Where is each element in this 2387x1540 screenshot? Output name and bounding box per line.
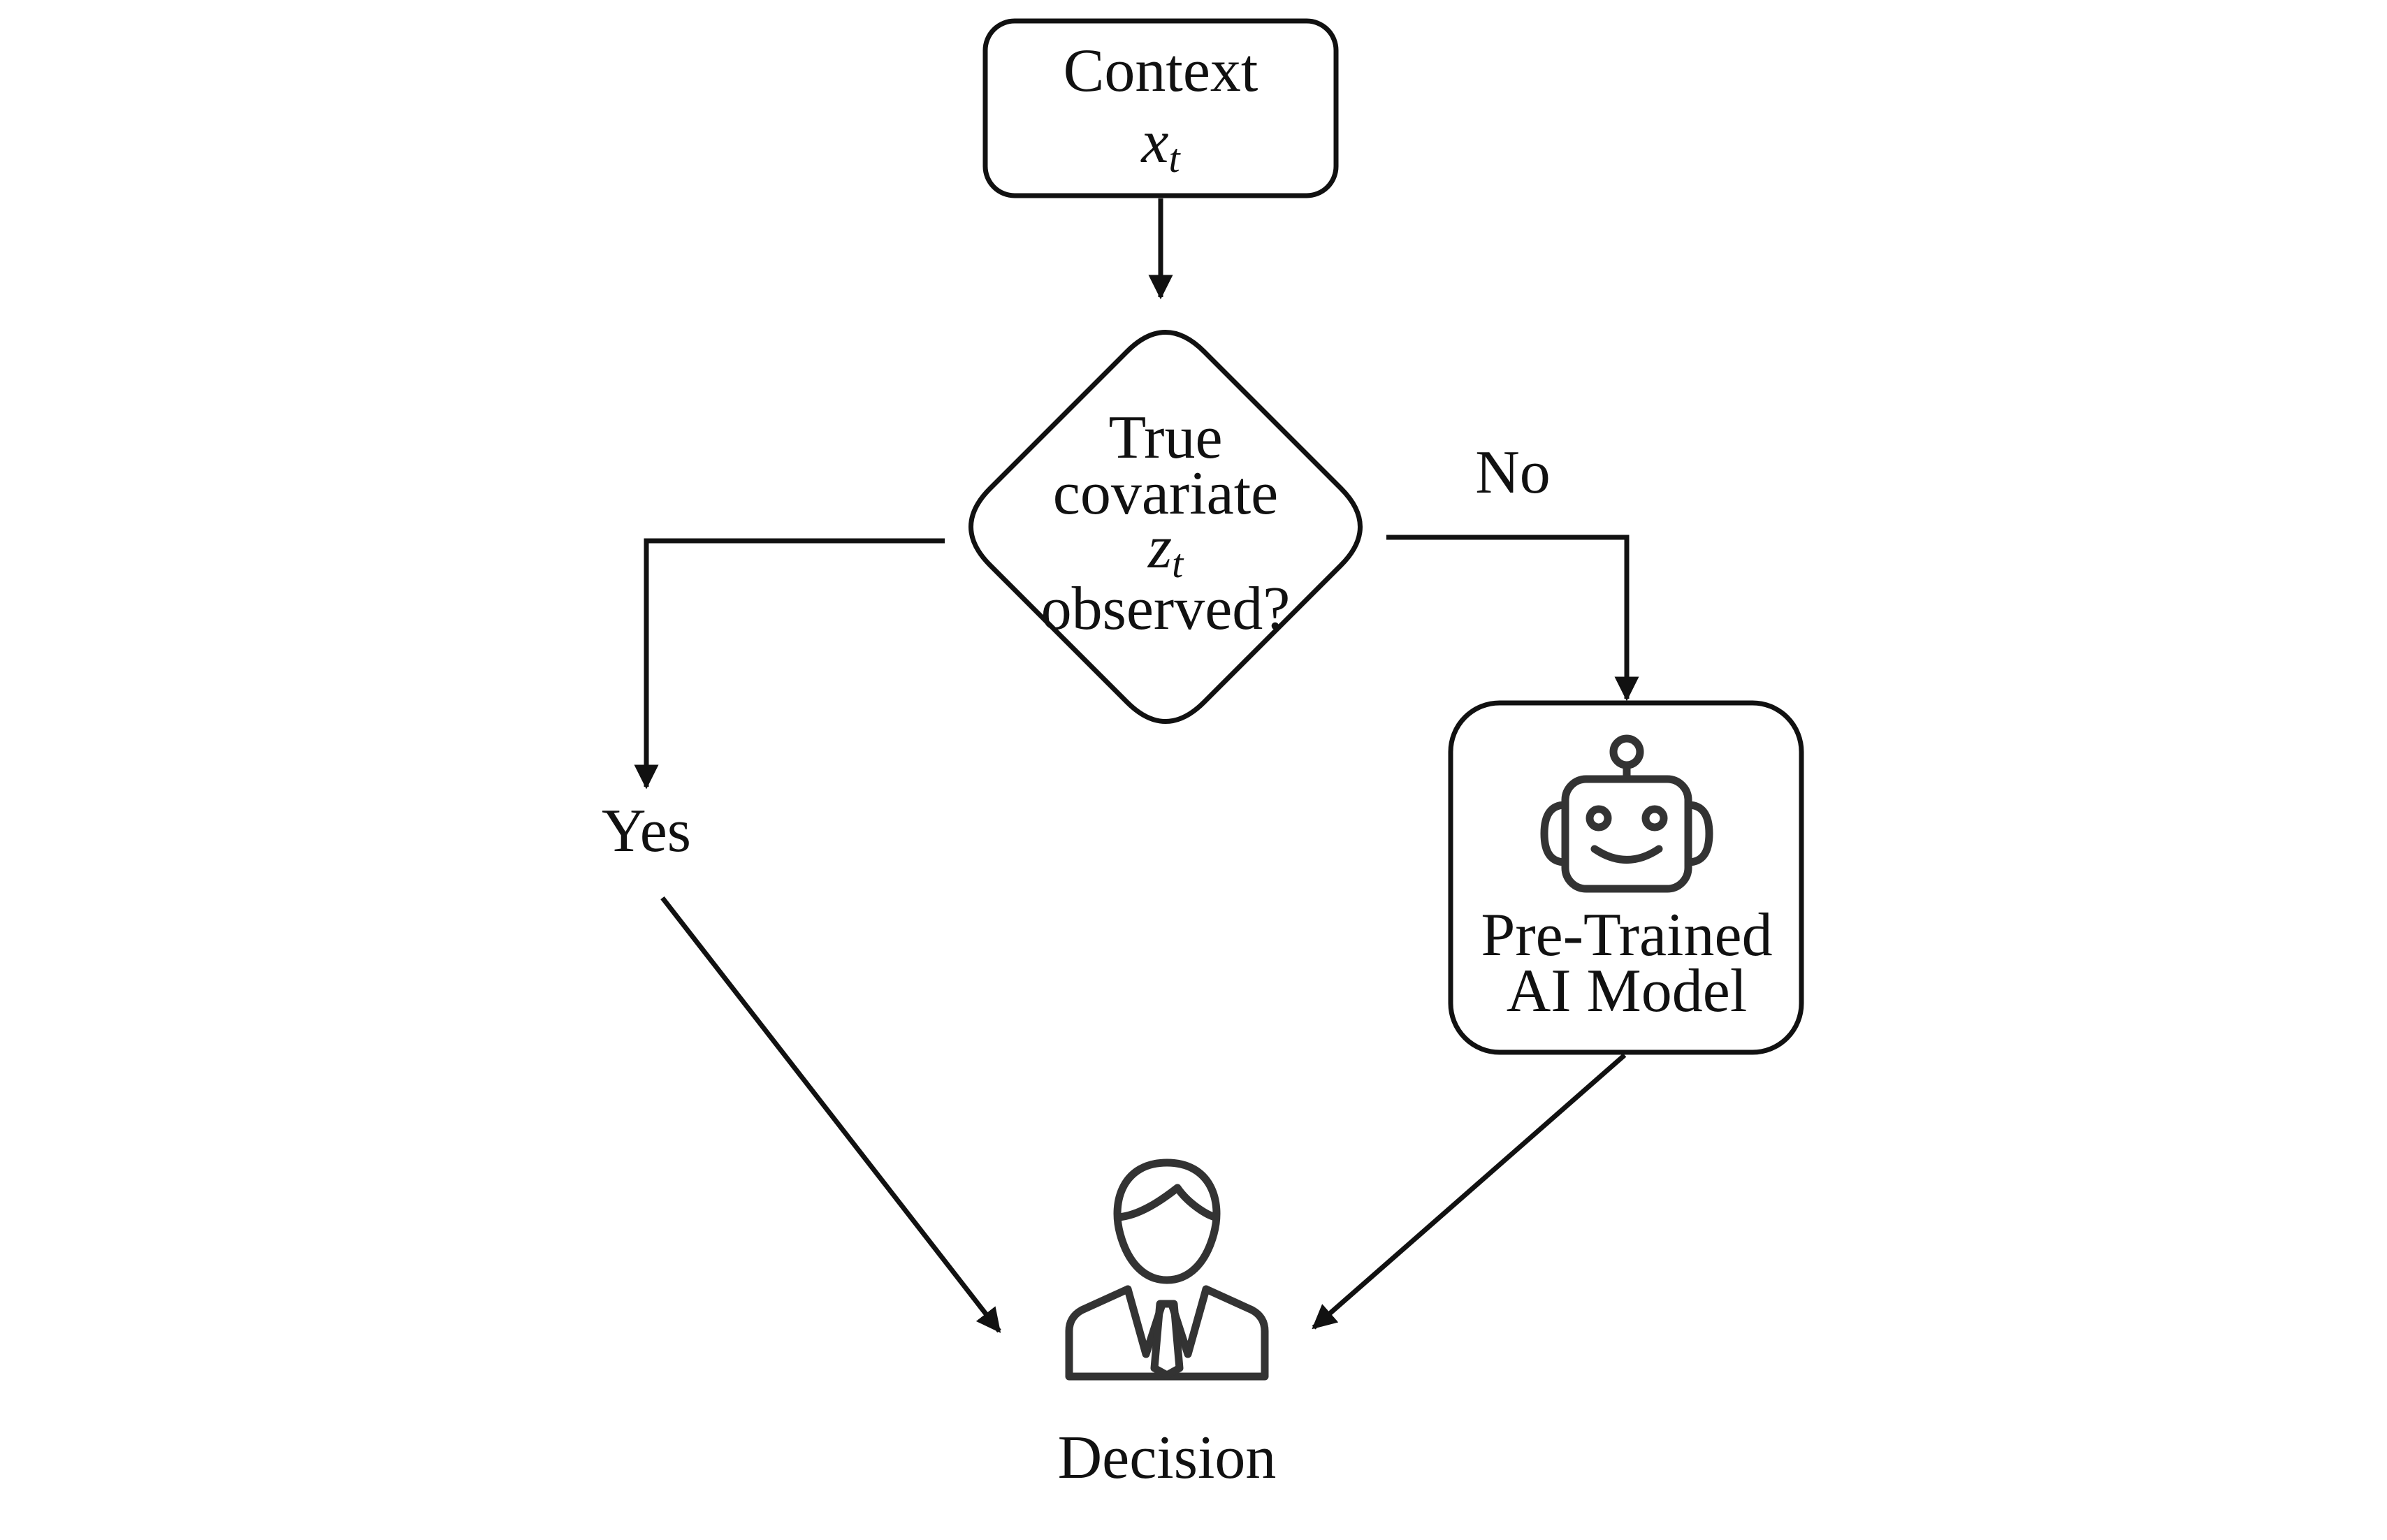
ai-model-box	[1448, 700, 1804, 1055]
decision-label: Decision	[1058, 1424, 1277, 1492]
person-tie	[1150, 1300, 1184, 1379]
arrow-yes-to-decision	[660, 896, 1001, 1333]
context-var-main: x	[1140, 108, 1168, 176]
context-label: Context	[1064, 37, 1258, 105]
person-hair	[1114, 1184, 1220, 1221]
decision-node: Decision	[1058, 1158, 1277, 1492]
context-var-sub: t	[1168, 136, 1181, 181]
question-node: True covariate zt observed?	[968, 330, 1363, 724]
question-var-sub: t	[1172, 541, 1184, 586]
question-line-2: covariate	[1053, 460, 1278, 528]
context-box	[982, 18, 1339, 198]
context-node: Context xt	[982, 18, 1339, 198]
no-label: No	[1475, 439, 1551, 507]
question-var-main: z	[1147, 514, 1172, 581]
context-variable: xt	[1140, 108, 1181, 181]
question-line-1: True	[1108, 404, 1222, 472]
robot-icon	[1540, 734, 1713, 893]
ai-model-node: Pre-Trained AI Model	[1448, 700, 1804, 1055]
arrow-question-to-yes	[634, 538, 945, 790]
ai-model-label-1: Pre-Trained	[1481, 901, 1772, 969]
person-head	[1113, 1158, 1221, 1284]
arrow-question-to-ai-model	[1386, 535, 1639, 702]
ai-model-label-2: AI Model	[1507, 957, 1748, 1025]
arrow-ai-model-to-decision	[1312, 1053, 1627, 1330]
yes-label: Yes	[602, 797, 691, 865]
question-variable: zt	[1147, 514, 1184, 586]
question-line-4: observed?	[1041, 575, 1291, 643]
person-icon	[1065, 1158, 1269, 1381]
question-diamond	[968, 330, 1363, 724]
